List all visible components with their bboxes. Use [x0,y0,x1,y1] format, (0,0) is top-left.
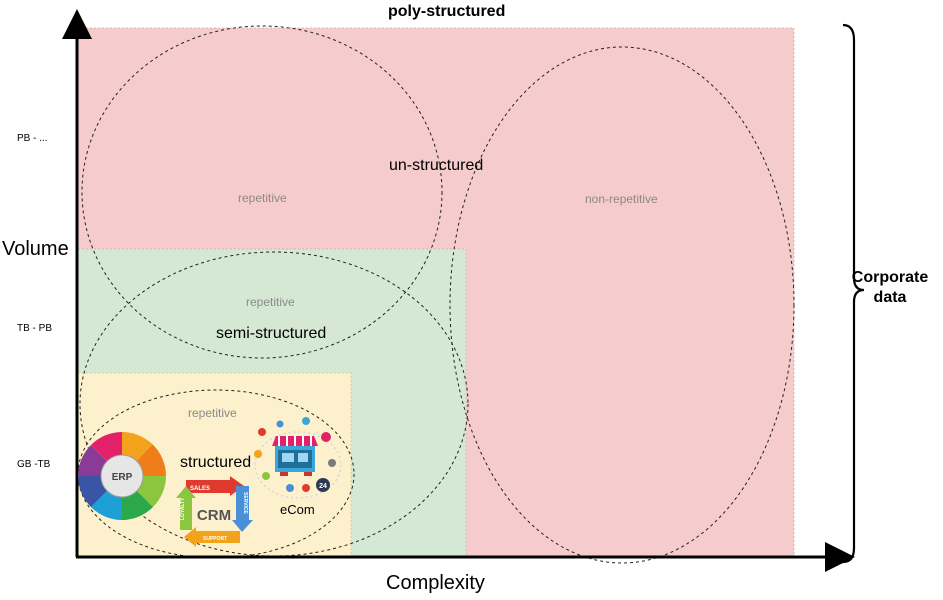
structured-label: structured [180,454,252,471]
corporate-data-label: Corporate data [850,268,930,308]
corporate-data-line2: data [873,289,907,306]
y-tick-pb: PB - ... [17,133,48,144]
unstructured-label: un-structured [389,157,484,174]
semi-structured-repetitive-label: repetitive [246,295,295,309]
erp-icon: ERP [78,432,166,520]
crm-service-label: SERVICE [242,492,248,515]
y-axis-label: Volume [2,238,69,260]
unstructured-repetitive-label: repetitive [238,191,287,205]
y-tick-tb-pb: TB - PB [17,323,53,334]
ecom-icon: 24 [254,417,342,499]
y-tick-gb-tb: GB -TB [17,459,51,470]
crm-label: CRM [197,507,231,524]
corporate-data-brace [842,23,865,564]
corporate-data-line1: Corporate [851,269,929,286]
crm-loyalty-label: LOYALTY [180,497,186,520]
structured-repetitive-label: repetitive [188,406,237,420]
ecom-24-badge: 24 [319,483,327,490]
crm-sales-label: SALES [190,486,210,492]
crm-icon: SALES SERVICE SUPPORT LOYALTY CRM [176,476,253,547]
repetitive-unstructured-ellipse [81,25,443,359]
crm-support-label: SUPPORT [203,536,227,542]
x-axis-label: Complexity [386,572,485,594]
semi-structured-label: semi-structured [216,325,327,342]
non-repetitive-label: non-repetitive [585,192,658,206]
non-repetitive-ellipse [449,46,795,564]
erp-label: ERP [112,472,133,483]
ecom-label: eCom [280,502,315,517]
diagram-title: poly-structured [388,3,506,20]
